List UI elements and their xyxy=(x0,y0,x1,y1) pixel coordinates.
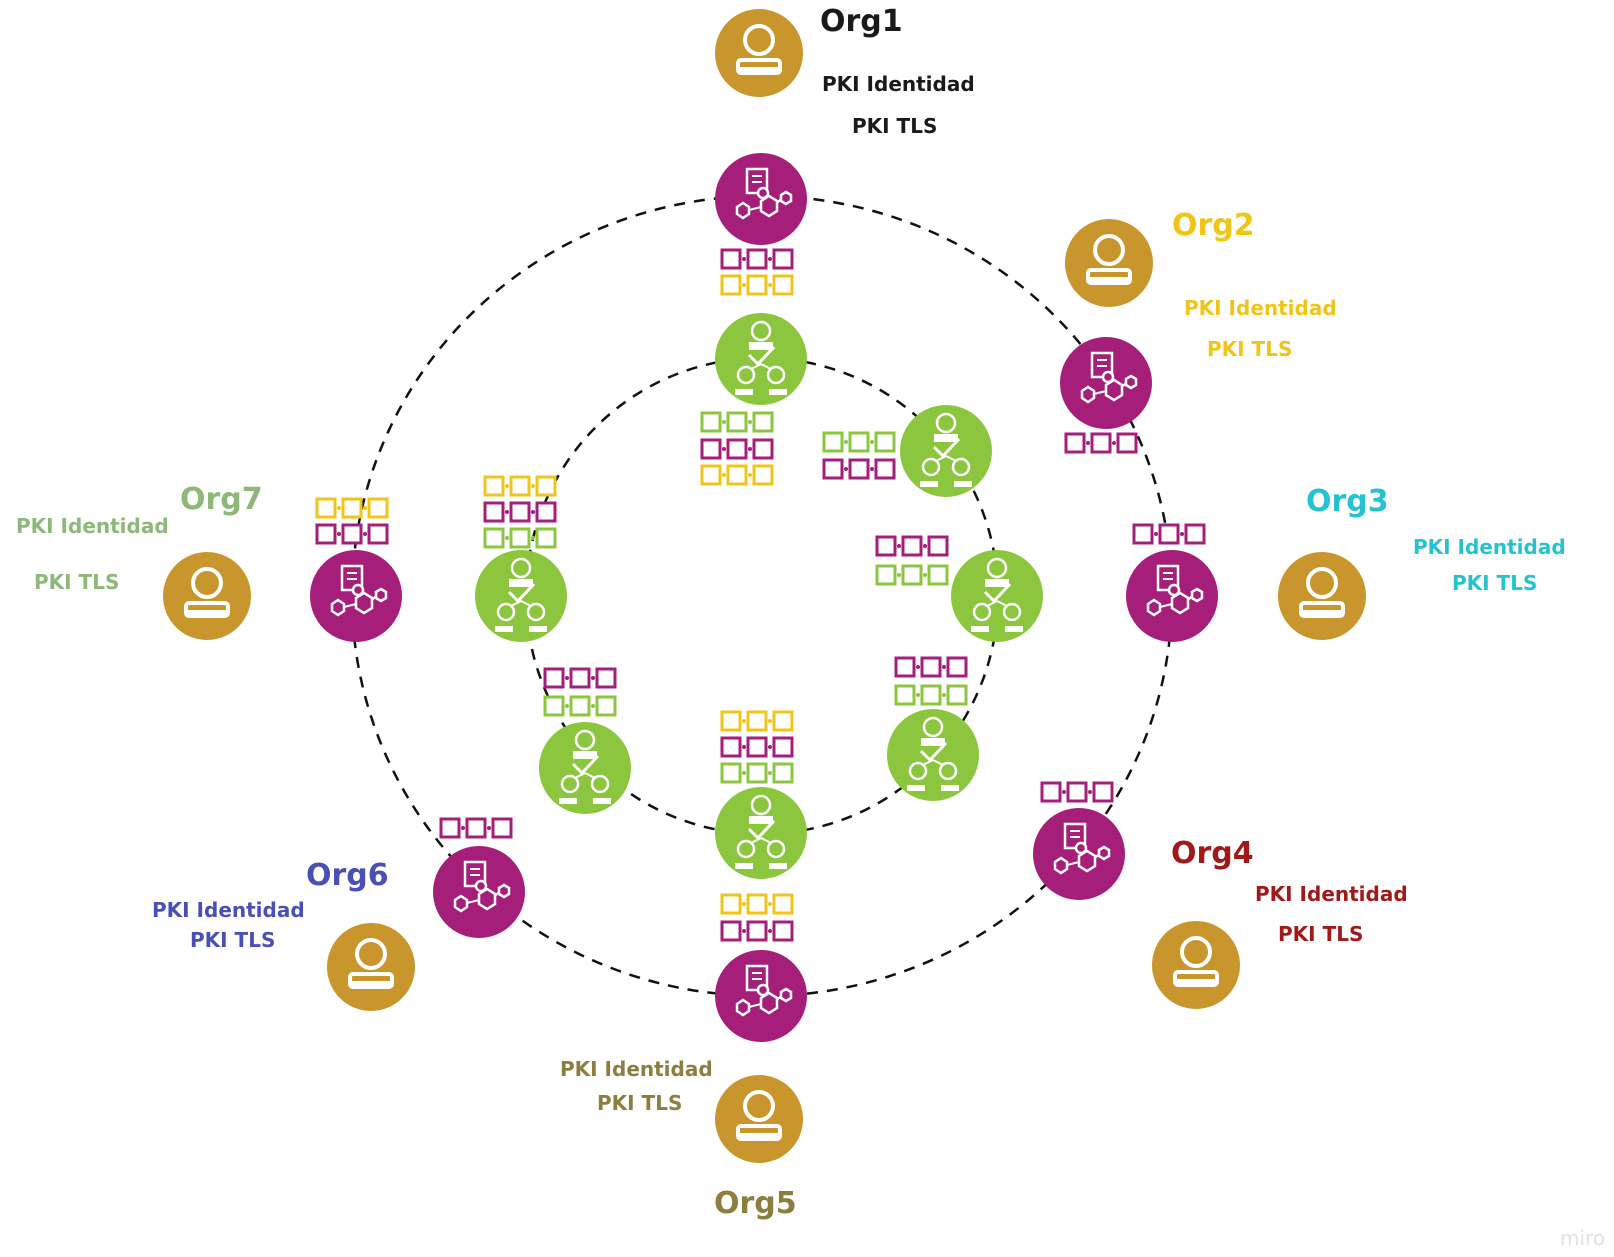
orderer-node-org5[interactable] xyxy=(714,949,808,1043)
ledger-chain-icon xyxy=(315,497,389,519)
org3-user-icon xyxy=(1277,551,1367,641)
ledger-chain-icon xyxy=(700,411,774,433)
peer-node-top-right[interactable] xyxy=(899,404,993,498)
org5-name: Org5 xyxy=(714,1186,797,1221)
org5-pki-tls: PKI TLS xyxy=(597,1091,683,1115)
org6-pki-identity: PKI Identidad xyxy=(152,898,305,922)
orderer-node-org6[interactable] xyxy=(432,845,526,939)
org1-user-icon xyxy=(714,8,804,98)
org1-name: Org1 xyxy=(820,4,903,39)
org6-pki-tls: PKI TLS xyxy=(190,928,276,952)
peer-node-bottom-right[interactable] xyxy=(886,708,980,802)
org4-pki-tls: PKI TLS xyxy=(1278,922,1364,946)
ledger-chain-icon xyxy=(720,710,794,732)
org1-pki-tls: PKI TLS xyxy=(852,114,938,138)
org3-name: Org3 xyxy=(1306,484,1389,519)
orderer-node-org7[interactable] xyxy=(309,549,403,643)
ledger-chain-icon xyxy=(483,527,557,549)
ledger-chain-icon xyxy=(1040,781,1114,803)
org7-user-icon xyxy=(162,551,252,641)
org4-name: Org4 xyxy=(1171,836,1254,871)
org2-user-icon xyxy=(1064,218,1154,308)
org5-user-icon xyxy=(714,1074,804,1164)
ledger-chain-icon xyxy=(720,274,794,296)
org4-user-icon xyxy=(1151,920,1241,1010)
org7-pki-identity: PKI Identidad xyxy=(16,514,169,538)
ledger-chain-icon xyxy=(483,501,557,523)
ledger-chain-icon xyxy=(1064,432,1138,454)
peer-node-bottom[interactable] xyxy=(714,786,808,880)
orderer-node-org3[interactable] xyxy=(1125,549,1219,643)
orderer-node-org4[interactable] xyxy=(1032,807,1126,901)
ledger-chain-icon xyxy=(894,656,968,678)
org3-pki-identity: PKI Identidad xyxy=(1413,535,1566,559)
org2-pki-identity: PKI Identidad xyxy=(1184,296,1337,320)
miro-watermark: miro xyxy=(1560,1226,1606,1250)
ledger-chain-icon xyxy=(700,438,774,460)
ledger-chain-icon xyxy=(439,817,513,839)
ledger-chain-icon xyxy=(720,248,794,270)
ledger-chain-icon xyxy=(822,431,896,453)
ledger-chain-icon xyxy=(720,736,794,758)
ledger-chain-icon xyxy=(720,920,794,942)
org4-pki-identity: PKI Identidad xyxy=(1255,882,1408,906)
ledger-chain-icon xyxy=(315,523,389,545)
ledger-chain-icon xyxy=(1132,523,1206,545)
ledger-group xyxy=(315,248,1206,942)
org6-user-icon xyxy=(326,922,416,1012)
peer-node-bottom-left[interactable] xyxy=(538,721,632,815)
ledger-chain-icon xyxy=(875,564,949,586)
peer-node-left[interactable] xyxy=(474,549,568,643)
org7-name: Org7 xyxy=(180,482,263,517)
ledger-chain-icon xyxy=(822,458,896,480)
org6-name: Org6 xyxy=(306,858,389,893)
peer-node-top[interactable] xyxy=(714,312,808,406)
peer-node-right[interactable] xyxy=(950,549,1044,643)
org3-pki-tls: PKI TLS xyxy=(1452,571,1538,595)
ledger-chain-icon xyxy=(543,695,617,717)
org2-pki-tls: PKI TLS xyxy=(1207,337,1293,361)
ledger-chain-icon xyxy=(483,475,557,497)
org7-pki-tls: PKI TLS xyxy=(34,570,120,594)
ledger-chain-icon xyxy=(894,684,968,706)
ledger-chain-icon xyxy=(875,535,949,557)
org2-name: Org2 xyxy=(1172,208,1255,243)
orderer-node-org2[interactable] xyxy=(1059,336,1153,430)
ledger-chain-icon xyxy=(700,464,774,486)
org1-pki-identity: PKI Identidad xyxy=(822,72,975,96)
org5-pki-identity: PKI Identidad xyxy=(560,1057,713,1081)
orderer-node-org1[interactable] xyxy=(714,152,808,246)
ledger-chain-icon xyxy=(720,762,794,784)
ledger-chain-icon xyxy=(543,667,617,689)
ledger-chain-icon xyxy=(720,893,794,915)
